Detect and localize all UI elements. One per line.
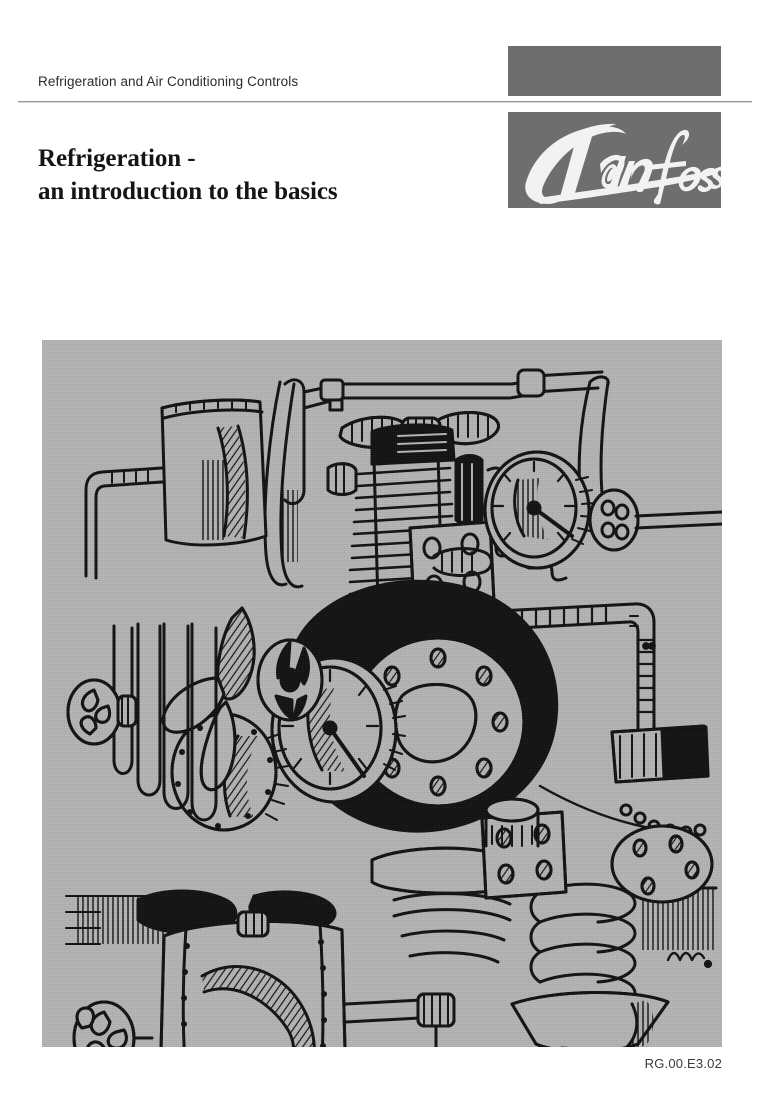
header-kicker: Refrigeration and Air Conditioning Contr…: [38, 74, 299, 89]
danfoss-logo: Danfoss: [508, 112, 721, 208]
header-divider: [18, 101, 752, 103]
document-reference-code: RG.00.E3.02: [644, 1056, 722, 1071]
page-title-line-1: Refrigeration -: [38, 145, 196, 172]
page-title-line-2: an introduction to the basics: [38, 178, 338, 205]
brand-swatch-bar: [508, 46, 721, 96]
page-header: Refrigeration and Air Conditioning Contr…: [0, 0, 768, 110]
page-title: Refrigeration - an introduction to the b…: [38, 142, 338, 208]
cover-illustration: [42, 340, 722, 1047]
